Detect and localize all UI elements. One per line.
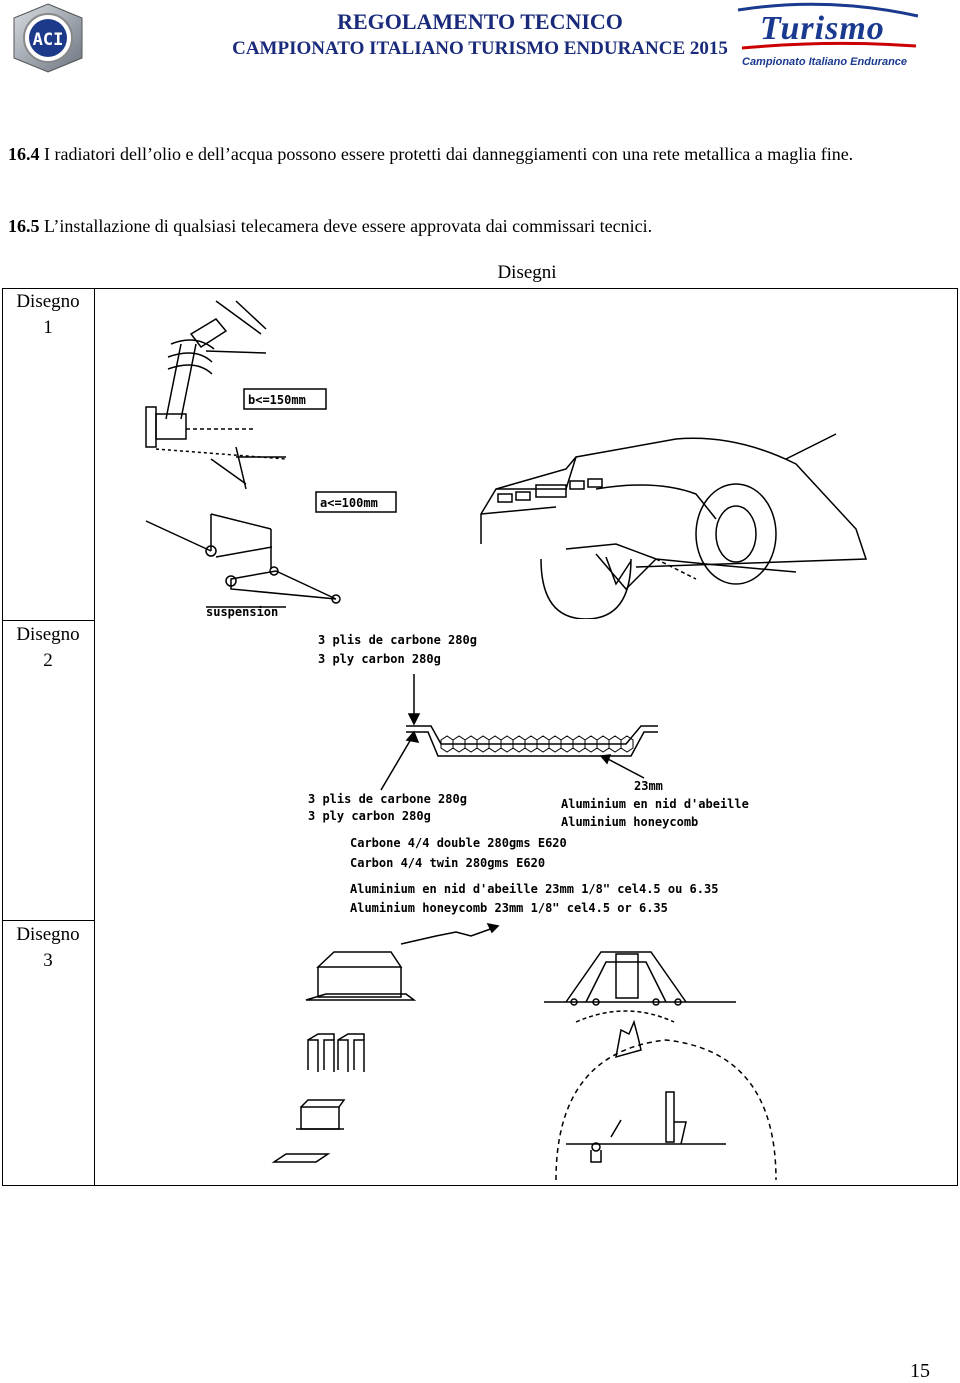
- table-row-divider: [2, 620, 94, 621]
- paragraph-16-5: 16.5 L’installazione di qualsiasi teleca…: [8, 214, 948, 239]
- header-title: REGOLAMENTO TECNICO CAMPIONATO ITALIANO …: [210, 8, 750, 62]
- header-title-line1: REGOLAMENTO TECNICO: [337, 9, 623, 34]
- row-label-disegno-2: Disegno 2: [2, 622, 94, 674]
- label-top-fr: 3 plis de carbone 280g: [318, 633, 477, 647]
- label-top-en: 3 ply carbon 280g: [318, 652, 441, 666]
- row-label-disegno-1: Disegno 1: [2, 289, 94, 341]
- row-label-number: 3: [43, 950, 53, 971]
- honeycomb-cells: [440, 735, 634, 753]
- label-honeycomb-fr: Aluminium en nid d'abeille: [561, 797, 749, 811]
- row-label-disegno-3: Disegno 3: [2, 922, 94, 974]
- cover-section-illustration: [544, 951, 777, 1181]
- turismo-logo-sub: Campionato Italiano Endurance: [742, 56, 908, 68]
- turismo-logo: [732, 2, 922, 74]
- label-aluminium-fr: Aluminium en nid d'abeille 23mm 1/8" cel…: [350, 882, 718, 896]
- paragraph-16-4: 16.4 I radiatori dell’olio e dell’acqua …: [8, 142, 948, 167]
- row-label-number: 2: [43, 650, 53, 671]
- paragraph-text: L’installazione di qualsiasi telecamera …: [39, 216, 653, 236]
- drawings-table: [2, 288, 958, 1186]
- mount-base-illustration: [271, 1099, 346, 1163]
- label-honeycomb-en: Aluminium honeycomb: [561, 815, 698, 829]
- label-bottom-fr: 3 plis de carbone 280g: [308, 792, 467, 806]
- row-label-text: Disegno: [16, 924, 80, 945]
- table-heading: Disegni: [497, 262, 557, 283]
- label-a-100mm: a<=100mm: [320, 496, 378, 510]
- aci-logo-text: ACI: [33, 30, 64, 50]
- label-carbon-en: Carbon 4/4 twin 280gms E620: [350, 856, 545, 870]
- paragraph-number: 16.5: [8, 216, 40, 236]
- row-label-text: Disegno: [16, 291, 80, 312]
- table-row-divider: [2, 920, 94, 921]
- label-carbon-fr: Carbone 4/4 double 280gms E620: [350, 836, 567, 850]
- aci-logo: ACI: [8, 2, 88, 74]
- drawing-3: [96, 922, 958, 1189]
- label-thickness: 23mm: [634, 779, 663, 793]
- honeycomb-panel: [406, 725, 658, 757]
- row-label-number: 1: [43, 317, 53, 338]
- page-number: 15: [910, 1360, 930, 1382]
- drawing-1: b<=150mm a<=100mm suspension: [96, 289, 958, 624]
- label-bottom-en: 3 ply carbon 280g: [308, 809, 431, 823]
- car-rear-illustration: [480, 433, 868, 620]
- paragraph-text: I radiatori dell’olio e dell’acqua posso…: [39, 144, 854, 164]
- label-b-150mm: b<=150mm: [248, 393, 306, 407]
- row-label-text: Disegno: [16, 624, 80, 645]
- header-title-line2: CAMPIONATO ITALIANO TURISMO ENDURANCE 20…: [232, 38, 728, 59]
- bracket-illustration: [307, 1033, 365, 1072]
- strut-illustration: [145, 300, 287, 490]
- turismo-logo-word: Turismo: [760, 10, 885, 47]
- camera-box-illustration: [305, 922, 500, 1001]
- drawing-2: 3 plis de carbone 280g 3 ply carbon 280g…: [96, 622, 958, 923]
- table-divider: [94, 288, 95, 1186]
- label-aluminium-en: Aluminium honeycomb 23mm 1/8" cel4.5 or …: [350, 901, 668, 915]
- label-suspension: suspension: [206, 605, 278, 619]
- wishbone-illustration: [145, 513, 341, 608]
- paragraph-number: 16.4: [8, 144, 40, 164]
